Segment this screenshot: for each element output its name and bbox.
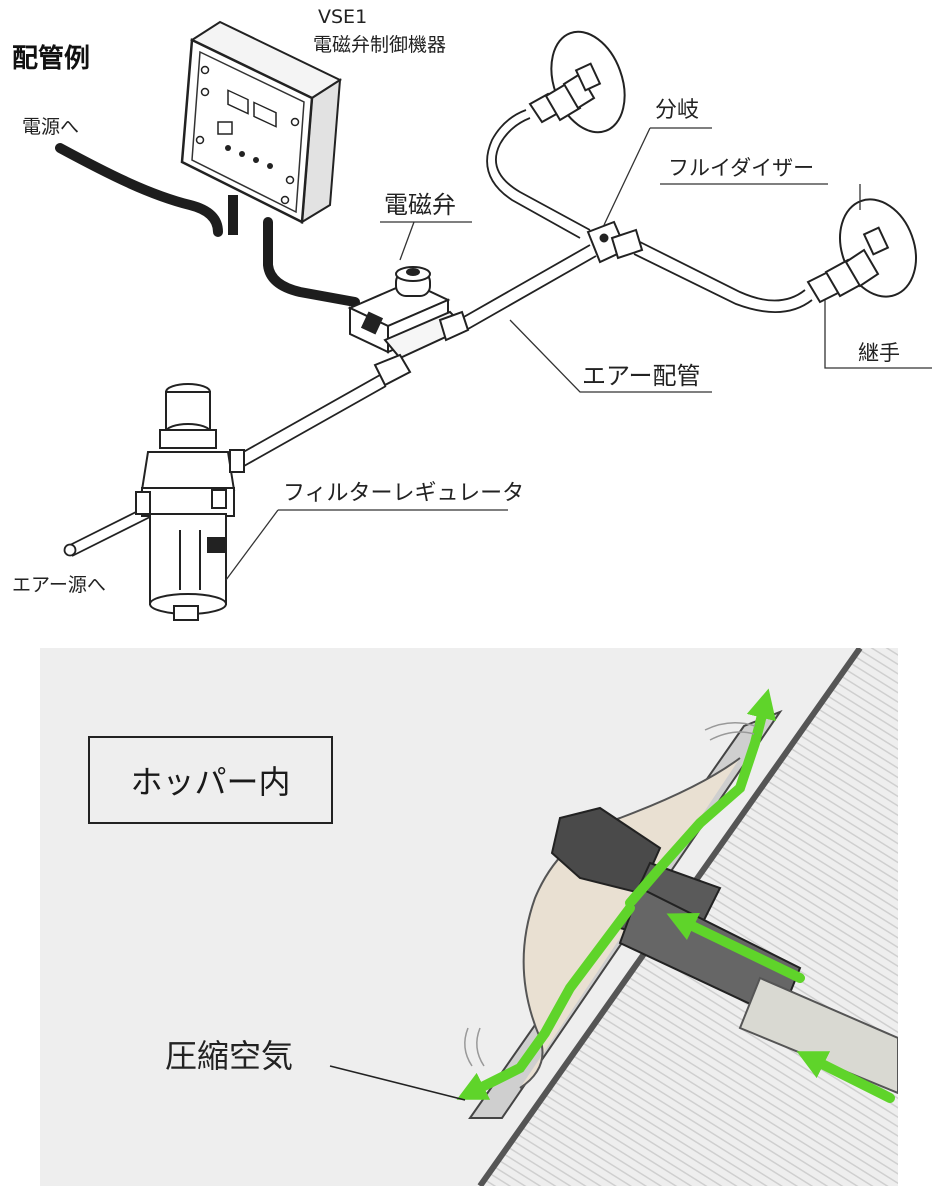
branch-label: 分岐 <box>655 98 700 123</box>
fluidizer-label: フルイダイザー <box>668 156 815 180</box>
controller-box <box>180 20 343 224</box>
controller-name-label: 電磁弁制御機器 <box>313 34 447 56</box>
fitting-label: 継手 <box>858 341 900 365</box>
controller-model-label: VSE1 <box>318 6 368 28</box>
filter-regulator-label: フィルターレギュレータ <box>283 481 525 506</box>
supply-pipe <box>738 976 898 1095</box>
power-label: 電源へ <box>22 116 80 138</box>
solenoid-valve-label: 電磁弁 <box>384 191 456 219</box>
vibration-marks <box>464 722 756 1067</box>
page-title: 配管例 <box>12 44 91 74</box>
hopper-interior-label: ホッパー内 <box>88 736 333 824</box>
piping-diagram <box>55 20 932 621</box>
compressed-air-label: 圧縮空気 <box>165 1037 294 1075</box>
power-cable-2 <box>263 217 360 307</box>
branch-pipe-upper <box>486 109 591 239</box>
fluidizer-1 <box>528 30 626 134</box>
solenoid-valve <box>347 266 470 387</box>
air-piping-label: エアー配管 <box>582 362 701 390</box>
branch-pipe-lower <box>633 241 813 313</box>
airflow-arrows <box>456 688 895 1103</box>
air-source-label: エアー源へ <box>12 574 106 596</box>
fluidizer-2 <box>806 198 917 304</box>
leader-lines <box>225 127 932 581</box>
filter-regulator <box>135 383 245 621</box>
compressed-air-leader <box>329 1065 466 1101</box>
hopper-detail-panel <box>40 648 898 1186</box>
power-cable-1 <box>55 143 223 237</box>
branch-tee <box>586 220 644 264</box>
